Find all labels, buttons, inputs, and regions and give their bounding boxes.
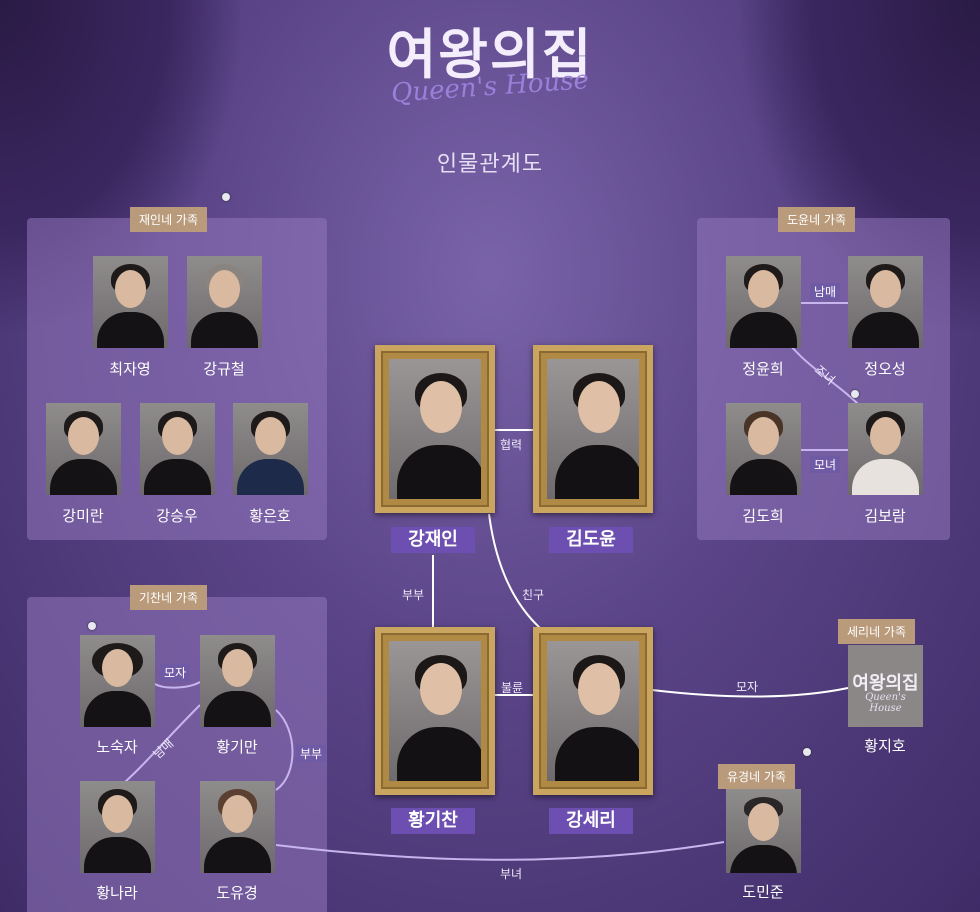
frame-hwanggichan: [375, 627, 495, 795]
frame-kangjaein: [375, 345, 495, 513]
name-kanggyucheol: 강규철: [203, 360, 245, 378]
name-kangmiran: 강미란: [62, 507, 104, 525]
name-dominjun: 도민준: [742, 883, 784, 901]
photo-hwangjiho: 여왕의집 Queen's House: [848, 645, 923, 727]
name-hwanggiman: 황기만: [216, 738, 258, 756]
photo-hwanggiman: [200, 635, 275, 727]
photo-kangmiran: [46, 403, 121, 495]
rel-siblings-doyun: 남매: [810, 283, 841, 300]
photo-choijayoung: [93, 256, 168, 348]
photo-logo-title: 여왕의집: [852, 673, 919, 694]
name-hwangjiho: 황지호: [864, 737, 906, 755]
photo-jeongoseong: [848, 256, 923, 348]
name-nosukja: 노숙자: [96, 738, 138, 756]
photo-hwangnara: [80, 781, 155, 873]
rel-mother-son-seri: 모자: [736, 680, 759, 694]
rel-father-daughter: 부녀: [500, 867, 523, 881]
photo-hwangeunho: [233, 403, 308, 495]
photo-nosukja: [80, 635, 155, 727]
tag-doyun-family: 도윤네 가족: [778, 207, 856, 232]
page-subtitle: 인물관계도: [436, 152, 544, 177]
name-hwangnara: 황나라: [96, 884, 138, 902]
tag-seri-family: 세리네 가족: [838, 619, 916, 644]
tag-yugyeong-family: 유경네 가족: [718, 764, 796, 789]
name-jeongyunhee: 정윤희: [742, 360, 784, 378]
photo-kimboram: [848, 403, 923, 495]
rel-mother-daughter: 모녀: [810, 456, 841, 473]
photo-logo-subtitle: Queen's House: [865, 692, 906, 714]
photo-kimdohee: [726, 403, 801, 495]
rel-cooperation: 협력: [500, 438, 523, 452]
rel-couple: 부부: [402, 588, 425, 602]
rel-mother-son-gichan: 모자: [160, 664, 191, 681]
tag-gichan-family: 기찬네 가족: [130, 585, 208, 610]
name-kimboram: 김보람: [864, 507, 906, 525]
line-father-daughter: [275, 841, 725, 861]
name-kangseungwoo: 강승우: [156, 507, 198, 525]
pin: [222, 193, 230, 201]
pin: [803, 748, 811, 756]
frame-kangseri: [533, 627, 653, 795]
photo-kangseungwoo: [140, 403, 215, 495]
name-kimdohee: 김도희: [742, 507, 784, 525]
name-kimdoyun: 김도윤: [549, 527, 633, 553]
name-choijayoung: 최자영: [109, 360, 151, 378]
logo: 여왕의집 Queen's House: [340, 14, 640, 134]
name-hwangeunho: 황은호: [249, 507, 291, 525]
rel-friend: 친구: [522, 588, 545, 602]
photo-dominjun: [726, 789, 801, 873]
name-hwanggichan: 황기찬: [391, 808, 475, 834]
rel-affair: 불륜: [501, 681, 524, 695]
frame-kimdoyun: [533, 345, 653, 513]
name-kangseri: 강세리: [549, 808, 633, 834]
photo-jeongyunhee: [726, 256, 801, 348]
name-jeongoseong: 정오성: [864, 360, 906, 378]
pin: [88, 622, 96, 630]
name-kangjaein: 강재인: [391, 527, 475, 553]
photo-kanggyucheol: [187, 256, 262, 348]
line-friend: [488, 513, 541, 629]
rel-couple-giman: 부부: [296, 745, 327, 762]
logo-title: 여왕의집: [386, 22, 594, 86]
photo-doyugyeong: [200, 781, 275, 873]
tag-jaein-family: 재인네 가족: [130, 207, 208, 232]
name-doyugyeong: 도유경: [216, 884, 258, 902]
pin: [851, 390, 859, 398]
